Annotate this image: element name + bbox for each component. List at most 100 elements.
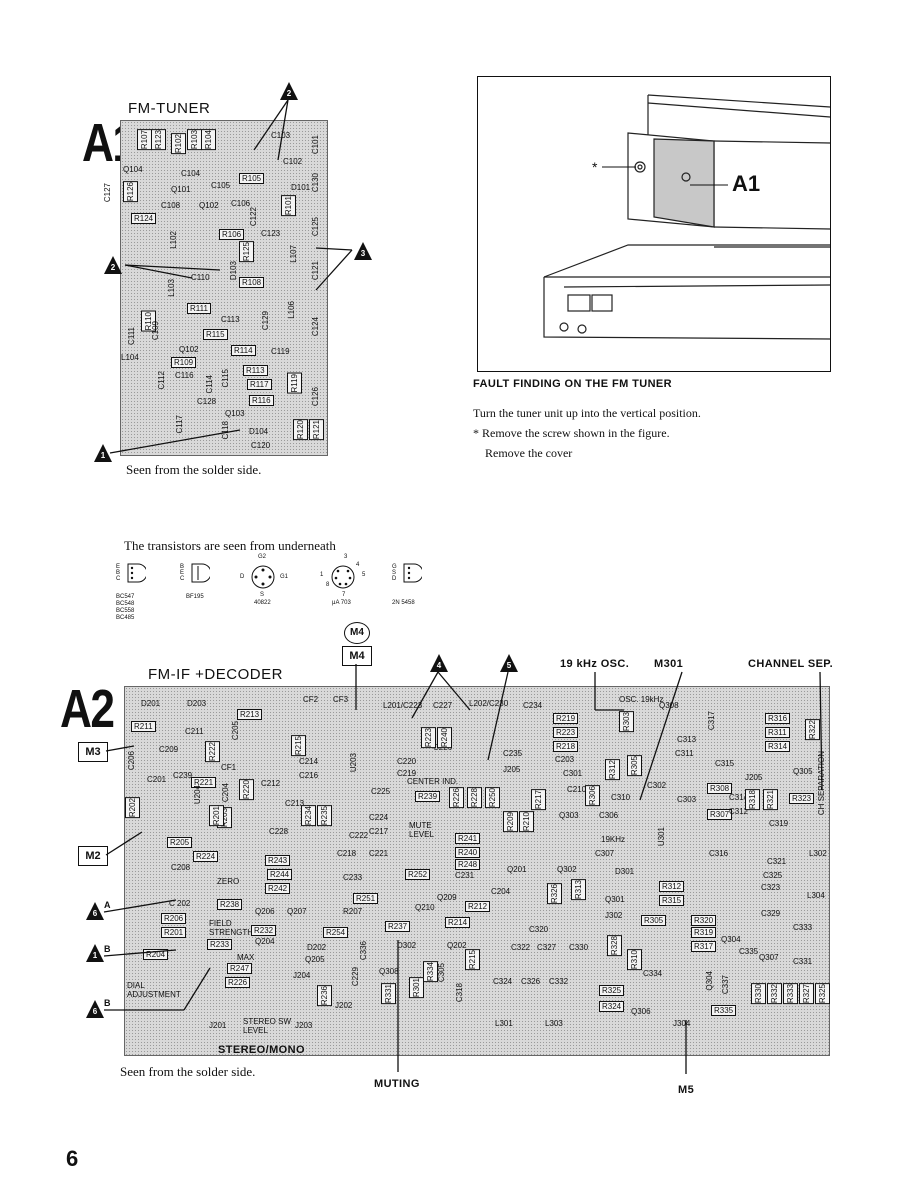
board-label: R335	[711, 1005, 737, 1016]
transistor-pinout-2: B E C BF195	[180, 562, 220, 622]
osc-19khz-callout: 19 kHz OSC.	[560, 658, 630, 670]
transistor-type-label: 2N 5458	[392, 600, 415, 606]
pin-b: B	[116, 570, 121, 576]
board-label: Q204	[255, 937, 275, 946]
board-label: C329	[761, 909, 781, 918]
board-label: C320	[529, 925, 549, 934]
board-label: R323	[789, 793, 815, 804]
board-label: J204	[293, 971, 311, 980]
board-label: Q308	[379, 967, 399, 976]
board-label: C106	[231, 199, 251, 208]
board-label: R308	[707, 783, 733, 794]
board-label: Q303	[559, 811, 579, 820]
board-label: Q101	[171, 185, 191, 194]
board-label: C301	[563, 769, 583, 778]
board-label: Q206	[255, 907, 275, 916]
triangle-marker: 6	[86, 1000, 104, 1018]
board-label: R221	[191, 777, 217, 788]
marker-letter: B	[104, 944, 111, 954]
pin-g1: G1	[280, 574, 289, 580]
board-label: C216	[299, 771, 319, 780]
board-label: C325	[763, 871, 783, 880]
stereo-mono-callout: STEREO/MONO	[218, 1044, 305, 1056]
board-label: R320	[691, 915, 717, 926]
board-label: R305	[641, 915, 667, 926]
board-label: L202/C230	[469, 699, 509, 708]
board-label: D202	[307, 943, 327, 952]
m4-circle: M4	[344, 622, 370, 644]
board-label: CENTER IND.	[407, 777, 459, 786]
board-label: R248	[455, 859, 481, 870]
fault-finding-line-3: Remove the cover	[485, 446, 573, 460]
board-label: C210	[567, 785, 587, 794]
screw-marker: *	[592, 159, 598, 175]
board-label: R206	[161, 913, 187, 924]
board-label: C233	[343, 873, 363, 882]
board-label: C322	[511, 943, 531, 952]
channel-sep-callout: CHANNEL SEP.	[748, 658, 834, 670]
board-label: C228	[269, 827, 289, 836]
board-label: R226	[225, 977, 251, 988]
board-label: D101	[291, 183, 311, 192]
board-label: R325	[599, 985, 625, 996]
board-label: Q301	[605, 895, 625, 904]
board-label: C235	[503, 749, 523, 758]
board-label: C203	[555, 755, 575, 764]
board-label: L304	[807, 891, 825, 900]
board-label: J203	[295, 1021, 313, 1030]
pin-s: S	[392, 570, 397, 576]
triangle-marker: 1	[86, 944, 104, 962]
pin-1: 1	[320, 572, 324, 578]
board-label: C323	[761, 883, 781, 892]
board-label: C324	[493, 977, 513, 986]
board-label: R218	[553, 741, 579, 752]
board-label: Q305	[793, 767, 813, 776]
board-label: R241	[455, 833, 481, 844]
board-label: R316	[765, 713, 791, 724]
fm-tuner-title: FM-TUNER	[128, 100, 211, 117]
board-label: Q202	[447, 941, 467, 950]
fault-finding-line-1: Turn the tuner unit up into the vertical…	[473, 406, 701, 420]
board-label: R212	[465, 901, 491, 912]
transistor-pinout-4: 3 4 1 5 8 7 μA 703	[318, 554, 368, 614]
board-label: Q307	[759, 953, 779, 962]
board-label: C 202	[169, 899, 191, 908]
board-label: C307	[595, 849, 615, 858]
board-label: D302	[397, 941, 417, 950]
board-label: R240	[455, 847, 481, 858]
board-label: D201	[141, 699, 161, 708]
board-label: R106	[219, 229, 245, 240]
board-label: C108	[161, 201, 181, 210]
tuner-figure-frame: * A1	[477, 76, 831, 372]
pin-4: 4	[356, 562, 360, 568]
board-label: J205	[745, 773, 763, 782]
board-label: C214	[299, 757, 319, 766]
board-label: C234	[523, 701, 543, 710]
board-label: C220	[397, 757, 417, 766]
page-number: 6	[66, 1146, 79, 1171]
board-label: R314	[765, 741, 791, 752]
board-label: R252	[405, 869, 431, 880]
board-label: C327	[537, 943, 557, 952]
board-label: Q104	[123, 165, 143, 174]
board-label: R251	[353, 893, 379, 904]
pin-g: G	[392, 564, 397, 570]
board-label: C302	[647, 781, 667, 790]
board-label: R238	[217, 899, 243, 910]
pin-7: 7	[342, 592, 346, 598]
m301-callout: M301	[654, 658, 684, 670]
board-label: C105	[211, 181, 231, 190]
board-label: Q103	[225, 409, 245, 418]
board-label: C103	[271, 131, 291, 140]
board-label: Q209	[437, 893, 457, 902]
marker-letter: A	[104, 900, 111, 910]
board-label: C211	[185, 727, 204, 736]
board-label: R108	[239, 277, 265, 288]
board-label: Q102	[199, 201, 219, 210]
triangle-marker: 3	[354, 242, 372, 260]
m3-box: M3	[78, 742, 108, 762]
board-label: Q308	[659, 701, 679, 710]
board-label: R237	[385, 921, 411, 932]
board-label: C231	[455, 871, 475, 880]
pin-d: D	[240, 574, 245, 580]
